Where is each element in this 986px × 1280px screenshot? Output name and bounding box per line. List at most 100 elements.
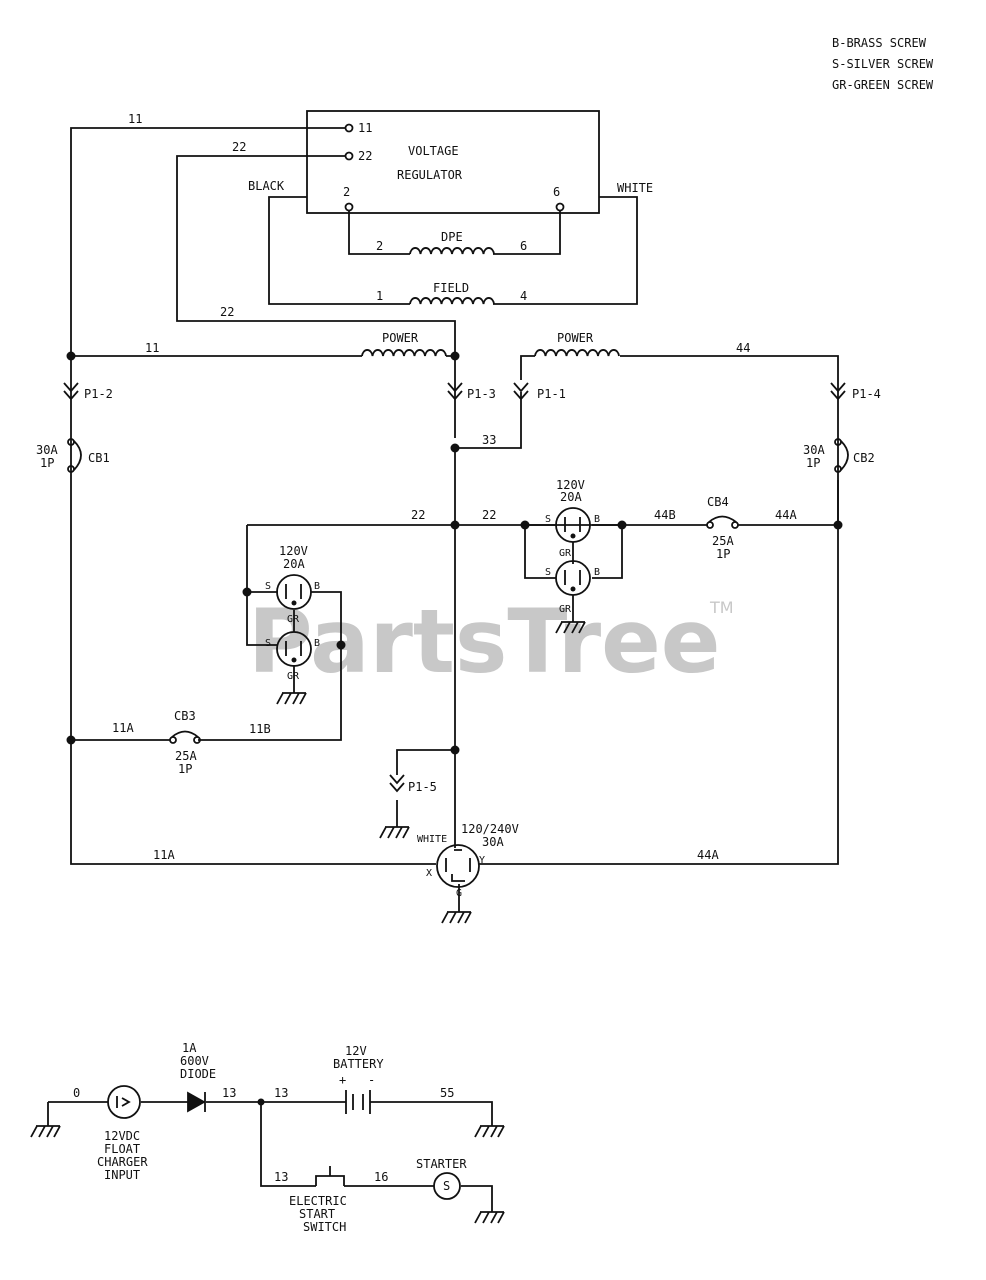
starter-symbol: S — [443, 1179, 450, 1193]
twist-white: WHITE — [417, 834, 447, 845]
cb1-pole: 1P — [40, 456, 54, 470]
svg-text:2: 2 — [376, 239, 383, 253]
svg-text:44A: 44A — [775, 508, 797, 522]
watermark: PartsTree — [248, 590, 720, 693]
legend-silver: S-SILVER SCREW — [832, 57, 934, 71]
p1-5-label: P1-5 — [408, 780, 437, 794]
svg-text:11B: 11B — [249, 722, 271, 736]
cb4-pole: 1P — [716, 547, 730, 561]
left-gr-1: GR — [287, 614, 300, 625]
terminal-6 — [555, 202, 565, 212]
svg-text:ELECTRIC: ELECTRIC — [289, 1194, 347, 1208]
twist-volts: 120/240V — [461, 822, 519, 836]
legend-green: GR-GREEN SCREW — [832, 78, 934, 92]
left-s-2: S — [265, 638, 271, 649]
svg-text:SWITCH: SWITCH — [303, 1220, 346, 1234]
right-b-1: B — [594, 514, 600, 525]
svg-text:13: 13 — [274, 1086, 288, 1100]
plug-p1-5 — [389, 774, 405, 793]
power-coil-1 — [361, 349, 447, 357]
ground-p1-5 — [379, 826, 410, 839]
right-amps: 20A — [560, 490, 582, 504]
svg-text:600V: 600V — [180, 1054, 209, 1068]
svg-text:44A: 44A — [697, 848, 719, 862]
terminal-11-label: 11 — [358, 121, 372, 135]
screw-legend: B-BRASS SCREW S-SILVER SCREW GR-GREEN SC… — [832, 36, 934, 92]
svg-text:55: 55 — [440, 1086, 454, 1100]
right-volts: 120V — [556, 478, 585, 492]
right-s-1: S — [545, 514, 551, 525]
junctions — [66, 351, 843, 755]
battery-minus: - — [368, 1073, 375, 1087]
cb4-arc — [708, 515, 737, 523]
cb3-arc — [171, 730, 199, 738]
svg-text:13: 13 — [222, 1086, 236, 1100]
left-volts: 120V — [279, 544, 308, 558]
starter-label: STARTER — [416, 1157, 467, 1171]
power-label-2: POWER — [557, 331, 594, 345]
svg-text:11: 11 — [128, 112, 142, 126]
battery-symbol — [345, 1090, 378, 1114]
right-gr-2: GR — [559, 604, 572, 615]
left-b-1: B — [314, 581, 320, 592]
svg-text:12VDC: 12VDC — [104, 1129, 140, 1143]
regulator-label-1: VOLTAGE — [408, 144, 459, 158]
cb2-arc — [840, 440, 849, 471]
svg-text:11A: 11A — [112, 721, 134, 735]
right-s-2: S — [545, 567, 551, 578]
cb4-rating: 25A — [712, 534, 734, 548]
svg-text:DIODE: DIODE — [180, 1067, 216, 1081]
p1-4-label: P1-4 — [852, 387, 881, 401]
terminal-6-label: 6 — [553, 185, 560, 199]
svg-text:22: 22 — [232, 140, 246, 154]
svg-text:FLOAT: FLOAT — [104, 1142, 140, 1156]
dpe-coil — [409, 247, 495, 255]
grounds — [276, 621, 586, 924]
svg-text:44B: 44B — [654, 508, 676, 522]
cb1-rating: 30A — [36, 443, 58, 457]
svg-text:22: 22 — [411, 508, 425, 522]
wires — [70, 127, 839, 912]
left-gr-2: GR — [287, 671, 300, 682]
starter-motor — [433, 1172, 461, 1200]
wire-0: 0 — [73, 1086, 80, 1100]
left-duplex-receptacle: S B GR S B GR 120V 20A — [265, 544, 320, 682]
svg-text:1: 1 — [376, 289, 383, 303]
ground-left-receptacle — [276, 692, 307, 705]
ground-starter — [474, 1211, 505, 1224]
voltage-regulator: VOLTAGE REGULATOR 11 22 2 6 BLACK WHITE — [248, 110, 653, 214]
battery-plus: + — [339, 1073, 346, 1087]
svg-text:44: 44 — [736, 341, 750, 355]
p1-2-label: P1-2 — [84, 387, 113, 401]
twist-amps: 30A — [482, 835, 504, 849]
cb3-pole: 1P — [178, 762, 192, 776]
svg-text:1A: 1A — [182, 1041, 197, 1055]
p1-1-label: P1-1 — [537, 387, 566, 401]
svg-text:11: 11 — [145, 341, 159, 355]
twist-y: Y — [479, 855, 485, 866]
ground-right-receptacle — [555, 621, 586, 634]
legend-brass: B-BRASS SCREW — [832, 36, 927, 50]
svg-text:22: 22 — [220, 305, 234, 319]
power-label-1: POWER — [382, 331, 419, 345]
field-label: FIELD — [433, 281, 469, 295]
right-duplex-receptacle: S B GR S B GR 120V 20A — [545, 478, 600, 615]
svg-text:4: 4 — [520, 289, 527, 303]
svg-text:12V: 12V — [345, 1044, 367, 1058]
svg-text:INPUT: INPUT — [104, 1168, 140, 1182]
terminal-22 — [344, 151, 354, 161]
black-label: BLACK — [248, 179, 285, 193]
cb2-pole: 1P — [806, 456, 820, 470]
twist-lock-receptacle: WHITE X Y G 120/240V 30A — [417, 822, 519, 899]
svg-text:CHARGER: CHARGER — [97, 1155, 148, 1169]
diode-symbol — [187, 1091, 206, 1113]
p1-3-label: P1-3 — [467, 387, 496, 401]
cb2-name: CB2 — [853, 451, 875, 465]
svg-text:11A: 11A — [153, 848, 175, 862]
terminal-2-label: 2 — [343, 185, 350, 199]
breakers: 30A 1P CB1 30A 1P CB2 CB3 25A 1P CB4 25A… — [36, 438, 875, 776]
start-switch-symbol — [315, 1166, 345, 1186]
ground-charger — [30, 1125, 61, 1138]
svg-text:16: 16 — [374, 1170, 388, 1184]
svg-text:13: 13 — [274, 1170, 288, 1184]
